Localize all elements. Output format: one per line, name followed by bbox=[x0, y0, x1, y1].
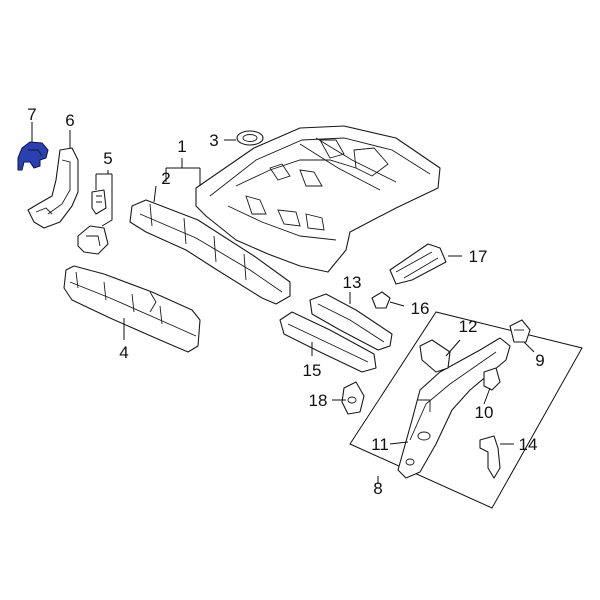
callout-5: 5 bbox=[103, 149, 112, 168]
callout-15: 15 bbox=[303, 361, 322, 380]
part-3-grommet[interactable] bbox=[236, 130, 264, 146]
callout-1: 1 bbox=[177, 137, 186, 156]
part-12-bracket[interactable] bbox=[419, 339, 451, 373]
part-11-rail[interactable] bbox=[397, 337, 511, 479]
callout-8: 8 bbox=[373, 479, 382, 498]
part-7-bracket-highlighted[interactable] bbox=[17, 141, 49, 171]
part-18-bracket[interactable] bbox=[341, 381, 365, 415]
callout-16: 16 bbox=[411, 299, 430, 318]
callout-12: 12 bbox=[459, 317, 478, 336]
part-5-upper-bracket[interactable] bbox=[91, 189, 107, 215]
part-17-reinforcement[interactable] bbox=[389, 243, 447, 285]
callout-11: 11 bbox=[371, 435, 389, 454]
part-13-sill[interactable] bbox=[309, 293, 393, 351]
part-1-floor-pan[interactable] bbox=[195, 125, 441, 273]
part-4-crossmember[interactable] bbox=[63, 265, 201, 353]
part-16-plate[interactable] bbox=[371, 291, 391, 309]
callout-4: 4 bbox=[119, 343, 128, 362]
callout-18: 18 bbox=[309, 391, 328, 410]
part-9-bracket[interactable] bbox=[509, 319, 531, 343]
callout-3: 3 bbox=[209, 131, 218, 150]
callout-6: 6 bbox=[65, 111, 74, 130]
callout-13: 13 bbox=[343, 273, 362, 292]
assembly-group-outline bbox=[349, 311, 583, 509]
part-2-rear-rail[interactable] bbox=[129, 199, 291, 305]
callout-2: 2 bbox=[161, 169, 170, 188]
part-5-lower-bracket[interactable] bbox=[77, 225, 109, 255]
part-14-bracket[interactable] bbox=[479, 435, 501, 479]
callout-9: 9 bbox=[535, 351, 544, 370]
callout-17: 17 bbox=[469, 247, 488, 266]
leader-lines bbox=[31, 122, 535, 484]
callout-14: 14 bbox=[519, 435, 538, 454]
callout-7: 7 bbox=[27, 105, 36, 124]
callout-10: 10 bbox=[475, 403, 494, 422]
part-10-bracket[interactable] bbox=[483, 367, 501, 391]
part-15-sill[interactable] bbox=[279, 311, 377, 373]
part-6-panel[interactable] bbox=[27, 147, 79, 229]
